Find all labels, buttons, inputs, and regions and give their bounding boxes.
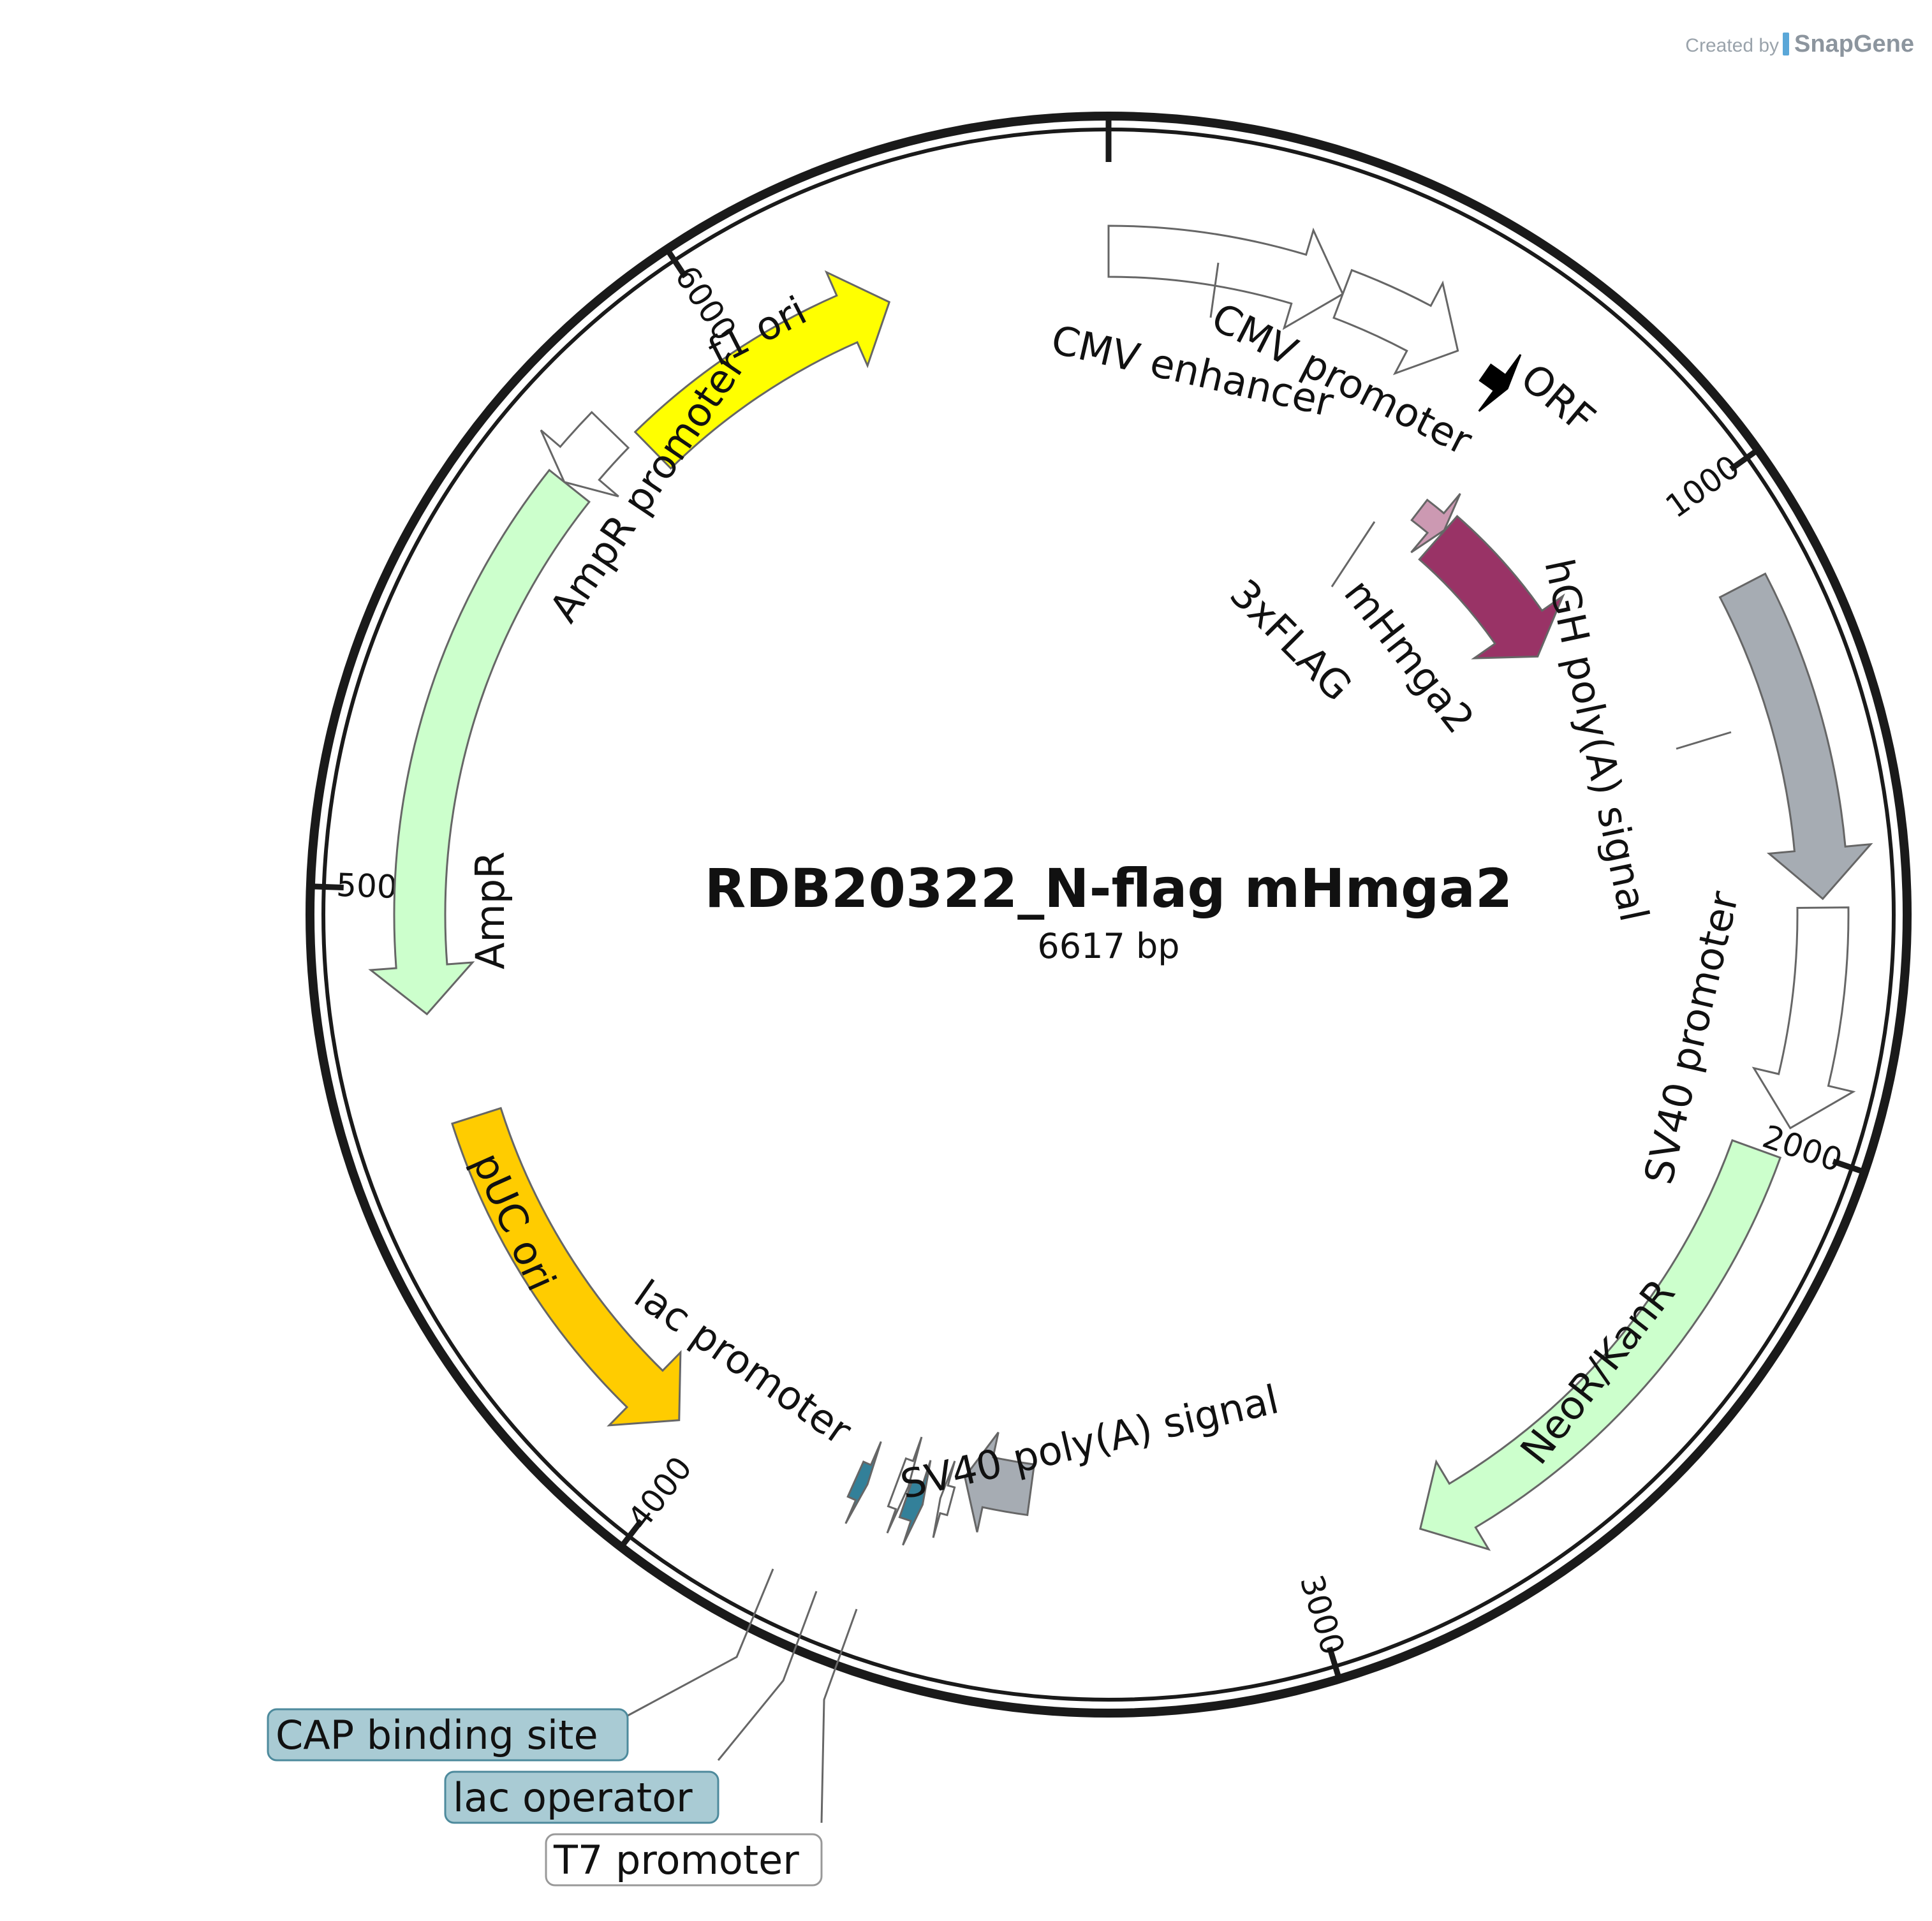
callouts: CAP binding site lac operator T7 promote… xyxy=(267,1708,823,1887)
tick-1000 xyxy=(1729,447,1760,472)
leader-t7-promoter xyxy=(820,1608,858,1823)
tick-6000 xyxy=(664,247,688,279)
feature-lac-operator[interactable] xyxy=(886,1436,923,1534)
feature-mhmga2[interactable] xyxy=(1418,515,1565,659)
tick-label-3000: 3000 xyxy=(1293,1571,1352,1660)
feature-cap-binding-site[interactable] xyxy=(844,1441,882,1524)
leader-hgh-polya xyxy=(1676,731,1732,750)
label-sv40-polya: SV40 poly(A) signal xyxy=(896,1376,1283,1508)
feature-sv40-poly-a-signal[interactable] xyxy=(964,1431,1036,1533)
tick-2000 xyxy=(1832,1158,1866,1175)
leader-lines xyxy=(627,262,1732,1823)
plasmid-length: 6617 bp xyxy=(1037,926,1179,966)
callout-lac-operator: lac operator xyxy=(453,1774,693,1821)
feature-orf[interactable] xyxy=(1478,354,1522,412)
tick-5000 xyxy=(310,883,344,891)
snapgene-logo-icon xyxy=(1783,33,1790,55)
leader-cap-binding-site xyxy=(627,1568,774,1717)
credit-brand: SnapGene xyxy=(1794,31,1914,57)
feature-3xflag[interactable] xyxy=(1410,493,1461,554)
label-hgh-polya: hGH poly(A) signal xyxy=(1535,555,1658,925)
callout-box-t7-promoter xyxy=(545,1833,823,1887)
center-title: RDB20322_N-flag mHmga2 6617 bp xyxy=(705,857,1513,966)
feature-ampr-promoter[interactable] xyxy=(540,411,630,497)
feature-t7-promoter[interactable] xyxy=(932,1461,956,1538)
callout-box-lac-operator xyxy=(444,1770,719,1824)
tick-3000 xyxy=(1327,1646,1342,1680)
features xyxy=(368,224,1873,1551)
snapgene-credit: Created by SnapGene xyxy=(1685,31,1914,58)
feature-hgh-poly-a-signal[interactable] xyxy=(1718,572,1873,901)
label-3xflag: 3xFLAG xyxy=(1221,570,1361,710)
feature-puc-ori[interactable] xyxy=(451,1107,682,1427)
tick-4000 xyxy=(619,1519,644,1549)
label-lac-promoter: lac promoter xyxy=(626,1270,860,1454)
feature-lac-promoter[interactable] xyxy=(898,1460,932,1546)
plasmid-name: RDB20322_N-flag mHmga2 xyxy=(705,857,1513,920)
callout-cap-binding-site: CAP binding site xyxy=(276,1712,598,1758)
feature-ampr[interactable] xyxy=(368,469,591,1016)
credit-prefix: Created by xyxy=(1685,35,1780,56)
label-ampr: AmpR xyxy=(467,851,513,969)
leader-lac-operator xyxy=(717,1591,818,1761)
label-orf: ORF xyxy=(1512,355,1604,443)
feature-cmv-enhancer[interactable] xyxy=(1107,224,1345,330)
feature-f1-ori[interactable] xyxy=(633,270,891,470)
label-ampr-promoter: AmpR promoter xyxy=(540,344,755,631)
tick-label-1000: 1000 xyxy=(1659,448,1746,525)
feature-cmv-promoter[interactable] xyxy=(1332,269,1459,376)
leader-cmv-enhancer xyxy=(1209,262,1220,318)
leader-3xflag xyxy=(1331,521,1376,587)
feature-neor-kanr[interactable] xyxy=(1419,1139,1782,1551)
tick-label-4000: 4000 xyxy=(621,1450,700,1536)
callout-box-cap-binding-site xyxy=(267,1708,629,1762)
feature-sv40-promoter[interactable] xyxy=(1751,906,1856,1130)
callout-t7-promoter: T7 promoter xyxy=(553,1837,799,1883)
